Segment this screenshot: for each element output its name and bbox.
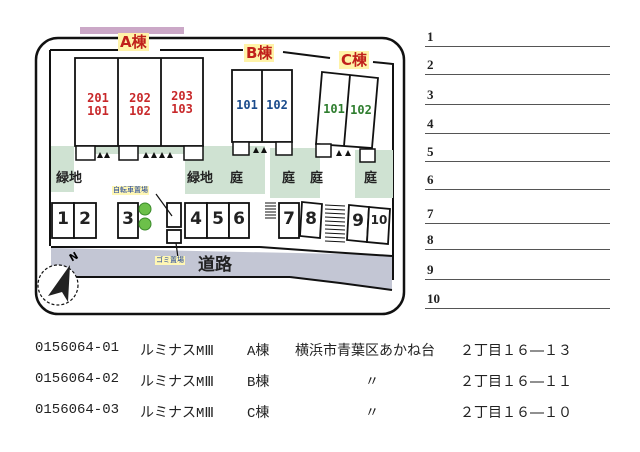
site-map-drawing [34,36,406,316]
garden-label-3: 庭 [310,171,324,186]
greenery-label-mid: 緑地 [187,171,214,186]
building-b-label: B棟 [244,44,275,62]
garden-label-4: 庭 [364,171,378,186]
unit-b-101: 101 [236,98,258,112]
parking-space-1: 1 [57,209,69,229]
parking-space-4: 4 [190,209,202,229]
building-c-label: C棟 [339,51,370,69]
parking-space-8: 8 [305,209,317,229]
line-2: 2 [425,52,610,75]
garden-label-1: 庭 [230,171,244,186]
parking-space-3: 3 [122,209,134,229]
greenery-label-left: 緑地 [56,171,83,186]
title-banner-fragment [80,27,184,34]
parking-space-5: 5 [212,209,224,229]
line-8: 8 [425,227,610,250]
unit-b-102: 102 [266,98,288,112]
line-10: 10 [425,286,610,309]
line-4: 4 [425,111,610,134]
line-9: 9 [425,257,610,280]
road-label: 道路 [198,255,232,275]
parking-space-7: 7 [283,209,295,229]
parking-space-10: 10 [370,213,388,227]
compass-icon [38,265,78,305]
line-7: 7 [425,201,610,224]
unit-c-102: 102 [350,103,372,117]
unit-c-101: 101 [323,102,345,116]
line-1: 1 [425,24,610,47]
building-a-label: A棟 [118,33,149,51]
parking-space-2: 2 [79,209,91,229]
line-5: 5 [425,139,610,162]
parking-space-9: 9 [352,211,364,231]
parking-space-6: 6 [233,209,245,229]
garden-label-2: 庭 [282,171,296,186]
line-6: 6 [425,167,610,190]
garbage-area-label: ゴミ置場 [155,256,185,265]
line-3: 3 [425,82,610,105]
bicycle-parking-label: 自転車置場 [112,186,149,195]
